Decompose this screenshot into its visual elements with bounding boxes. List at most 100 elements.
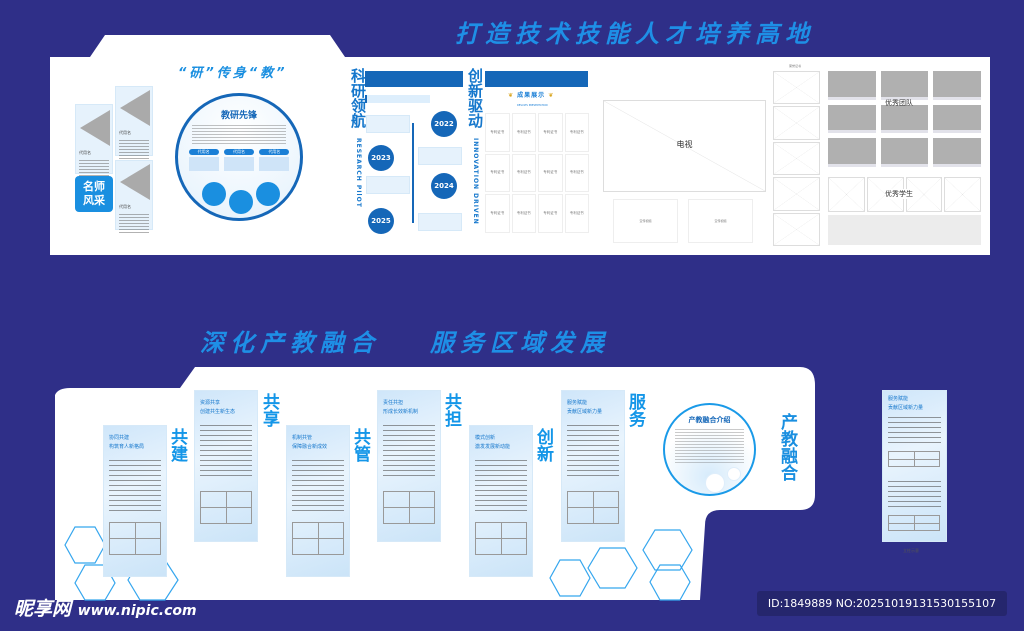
certificate-slot: 专利证书 xyxy=(485,153,510,193)
excellent-students-label: 优秀学生 xyxy=(885,189,913,199)
teacher-name: 代用名 xyxy=(119,130,131,135)
year-2024: 2024 xyxy=(431,173,457,199)
research-pilot-title: 科研领航 xyxy=(349,68,367,128)
panel-big-title: 共享 xyxy=(259,393,279,427)
header-bar xyxy=(365,71,463,87)
side-panel: 服务赋能 贡献区域新力量 xyxy=(882,390,947,542)
honor-label: 荣誉证书 xyxy=(789,64,802,68)
name-tag: 代用名 xyxy=(223,149,254,171)
photo-placeholder-icon xyxy=(80,110,110,146)
notice-box xyxy=(828,215,981,245)
teacher-name: 代用名 xyxy=(119,204,131,209)
teacher-card: 代用名 xyxy=(75,104,113,180)
photo-circle xyxy=(202,182,226,206)
photo-placeholder-icon xyxy=(120,164,150,200)
panel-subheading: 构筑育人新格局 xyxy=(109,444,145,450)
innovation-en: INNOVATION DRIVEN xyxy=(472,138,479,225)
research-pilot-en: RESEARCH PIlOT xyxy=(355,138,362,208)
honor-slot xyxy=(773,177,820,211)
panel-heading: 模式创新 xyxy=(475,435,496,441)
honor-slot xyxy=(773,141,820,176)
panel-subheading: 激发发展新动能 xyxy=(475,444,511,450)
panel-2: 资源共享创建共生新生态 xyxy=(194,390,258,542)
integration-big-title: 产教融合 xyxy=(777,413,797,481)
panel-big-title: 共担 xyxy=(441,393,461,427)
research-circle: 教研先锋 代用名 代用名 代用名 xyxy=(175,93,303,221)
honor-column xyxy=(773,71,820,247)
teachers-title: 名师风采 xyxy=(75,176,113,212)
integration-circle: 产教融合介绍 xyxy=(663,403,756,496)
honor-slot xyxy=(773,71,820,105)
panel-4: 责任共担形成长效新机制 xyxy=(377,390,441,542)
panel-subheading: 贡献区域新力量 xyxy=(567,409,603,415)
name-tag: 代用名 xyxy=(259,149,290,171)
panel-subheading: 创建共生新生态 xyxy=(200,409,236,415)
panel-heading: 机制共管 xyxy=(292,435,313,441)
team-photo xyxy=(933,138,981,167)
side-panel-subheading: 贡献区域新力量 xyxy=(888,405,924,411)
team-photo xyxy=(880,138,929,167)
teacher-name: 代用名 xyxy=(79,150,91,155)
team-photo xyxy=(828,138,876,167)
sub-bar xyxy=(365,95,430,103)
team-photo-grid xyxy=(828,71,981,167)
team-photo xyxy=(880,71,929,100)
panel-big-title: 共管 xyxy=(350,428,370,462)
year-2025: 2025 xyxy=(368,208,394,234)
panel-1: 协同共建构筑育人新格局 xyxy=(103,425,167,577)
side-panel-heading: 服务赋能 xyxy=(888,396,909,402)
tv-placeholder: 电视 xyxy=(603,100,766,192)
team-photo xyxy=(828,104,876,134)
certificate-slot: 专利证书 xyxy=(538,194,563,233)
panel-big-title: 共建 xyxy=(167,428,187,462)
name-tag: 代用名 xyxy=(188,149,219,171)
timeline-line xyxy=(412,123,414,223)
panel-heading: 资源共享 xyxy=(200,400,221,406)
year-2023: 2023 xyxy=(368,145,394,171)
watermark-id: ID:1849889 NO:20251019131530155107 xyxy=(757,591,1007,616)
panel-subheading: 形成长效新机制 xyxy=(383,409,419,415)
student-grid xyxy=(828,177,981,212)
header-bar xyxy=(485,71,588,87)
honor-slot xyxy=(773,106,820,140)
tv-label: 电视 xyxy=(676,140,693,149)
team-photo xyxy=(933,104,981,134)
teacher-card: 代用名 xyxy=(115,160,153,234)
photo-placeholder-icon xyxy=(120,90,150,126)
mid-title-left: 深化产教融合 xyxy=(200,329,380,357)
certificate-slot: 专利证书 xyxy=(485,194,510,233)
video-placeholder: 宣传视频 xyxy=(688,199,753,243)
panel-heading: 服务赋能 xyxy=(567,400,588,406)
photo-circle xyxy=(256,182,280,206)
video-placeholder: 宣传视频 xyxy=(613,199,678,243)
watermark-logo: 昵享网 www.nipic.com xyxy=(14,598,197,620)
certificate-slot: 专利证书 xyxy=(485,113,510,152)
panel-5: 模式创新激发发展新动能 xyxy=(469,425,533,577)
certificate-slot: 专利证书 xyxy=(564,113,589,152)
teacher-card: 代用名 xyxy=(115,86,153,160)
photo-circle xyxy=(229,190,253,214)
arc-title: “研”传身“教” xyxy=(178,66,288,81)
innovation-title: 创新驱动 xyxy=(466,68,484,128)
results-title: ❦ 成果展示 ❦ xyxy=(508,92,555,99)
team-photo xyxy=(880,104,929,134)
certificate-slot: 专利证书 xyxy=(511,194,536,233)
year-2022: 2022 xyxy=(431,111,457,137)
results-en: RESULTS PRESENTATION xyxy=(517,104,548,107)
top-title: 打造技术技能人才培养高地 xyxy=(455,20,815,48)
certificate-slot: 专利证书 xyxy=(511,113,536,152)
excellent-team-label: 优秀团队 xyxy=(885,99,913,107)
certificate-slot: 专利证书 xyxy=(538,113,563,152)
certificate-grid: 专利证书专利证书专利证书专利证书专利证书专利证书专利证书专利证书专利证书专利证书… xyxy=(485,113,589,233)
panel-6: 服务赋能贡献区域新力量 xyxy=(561,390,625,542)
team-photo xyxy=(828,71,876,100)
team-photo xyxy=(933,71,981,100)
certificate-slot: 专利证书 xyxy=(564,153,589,193)
certificate-slot: 专利证书 xyxy=(538,153,563,193)
panel-subheading: 保障融合新成效 xyxy=(292,444,328,450)
honor-slot xyxy=(773,212,820,247)
panel-big-title: 服务 xyxy=(625,393,645,427)
panel-heading: 责任共担 xyxy=(383,400,404,406)
certificate-slot: 专利证书 xyxy=(564,194,589,233)
panel-3: 机制共管保障融合新成效 xyxy=(286,425,350,577)
